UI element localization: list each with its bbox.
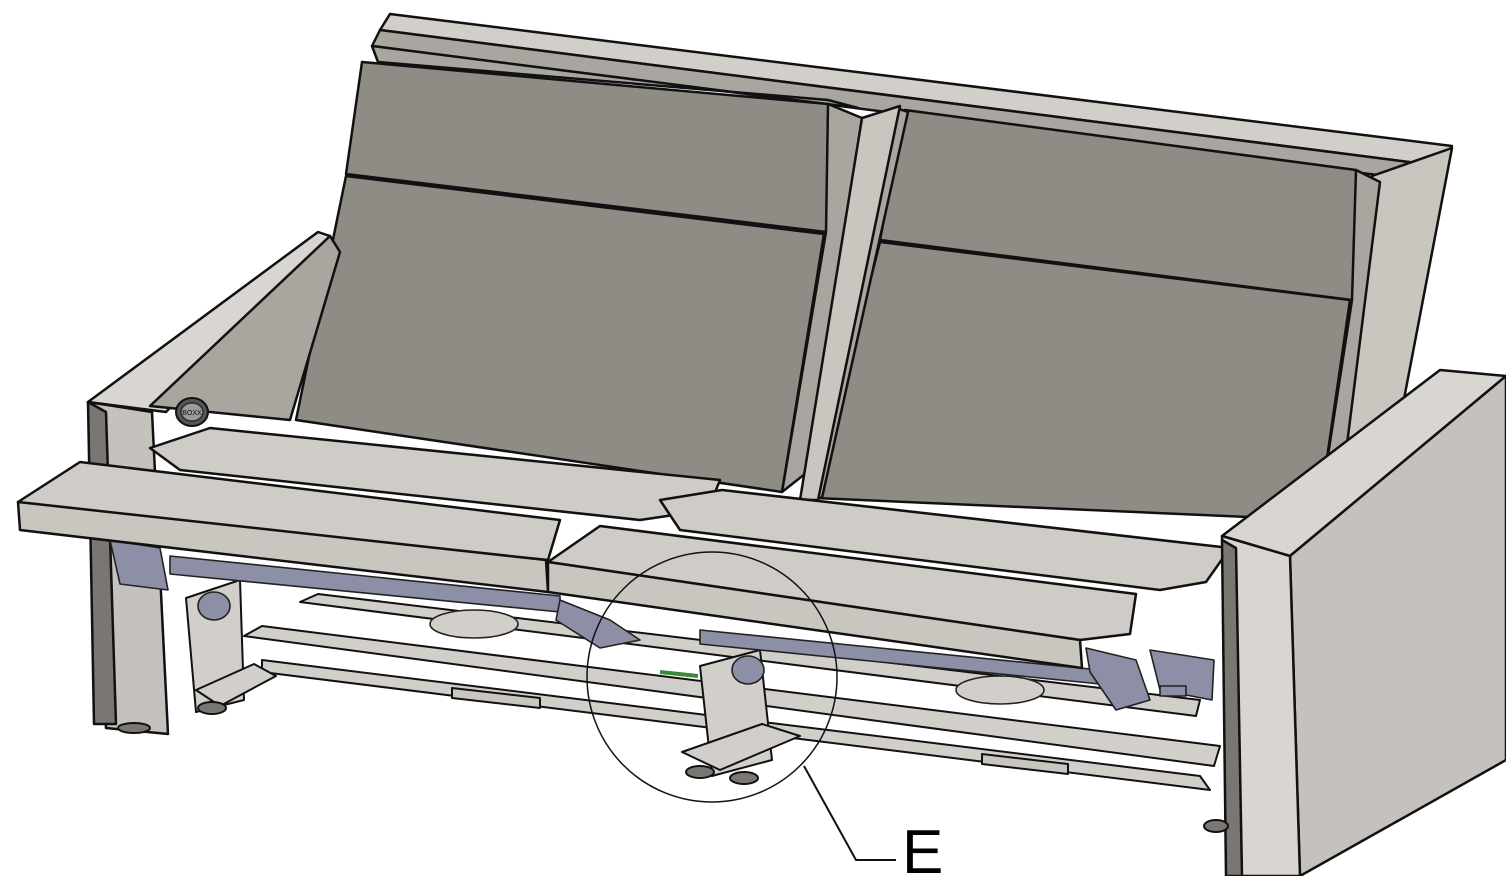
arm-badge-text: BOXX [182,410,202,417]
recliner-mechanism [109,539,1215,711]
feet [117,701,1229,833]
right-footrest [546,524,1138,670]
detail-callout-label: E [902,818,944,887]
detail-callout [586,551,896,861]
detail-leader-line [803,765,896,861]
right-arm [1220,368,1506,876]
back-frame [370,12,1454,184]
left-back-cushion [294,44,902,502]
detail-circle [586,551,838,803]
seat-cushions [148,426,1232,592]
green-connector [659,670,699,678]
